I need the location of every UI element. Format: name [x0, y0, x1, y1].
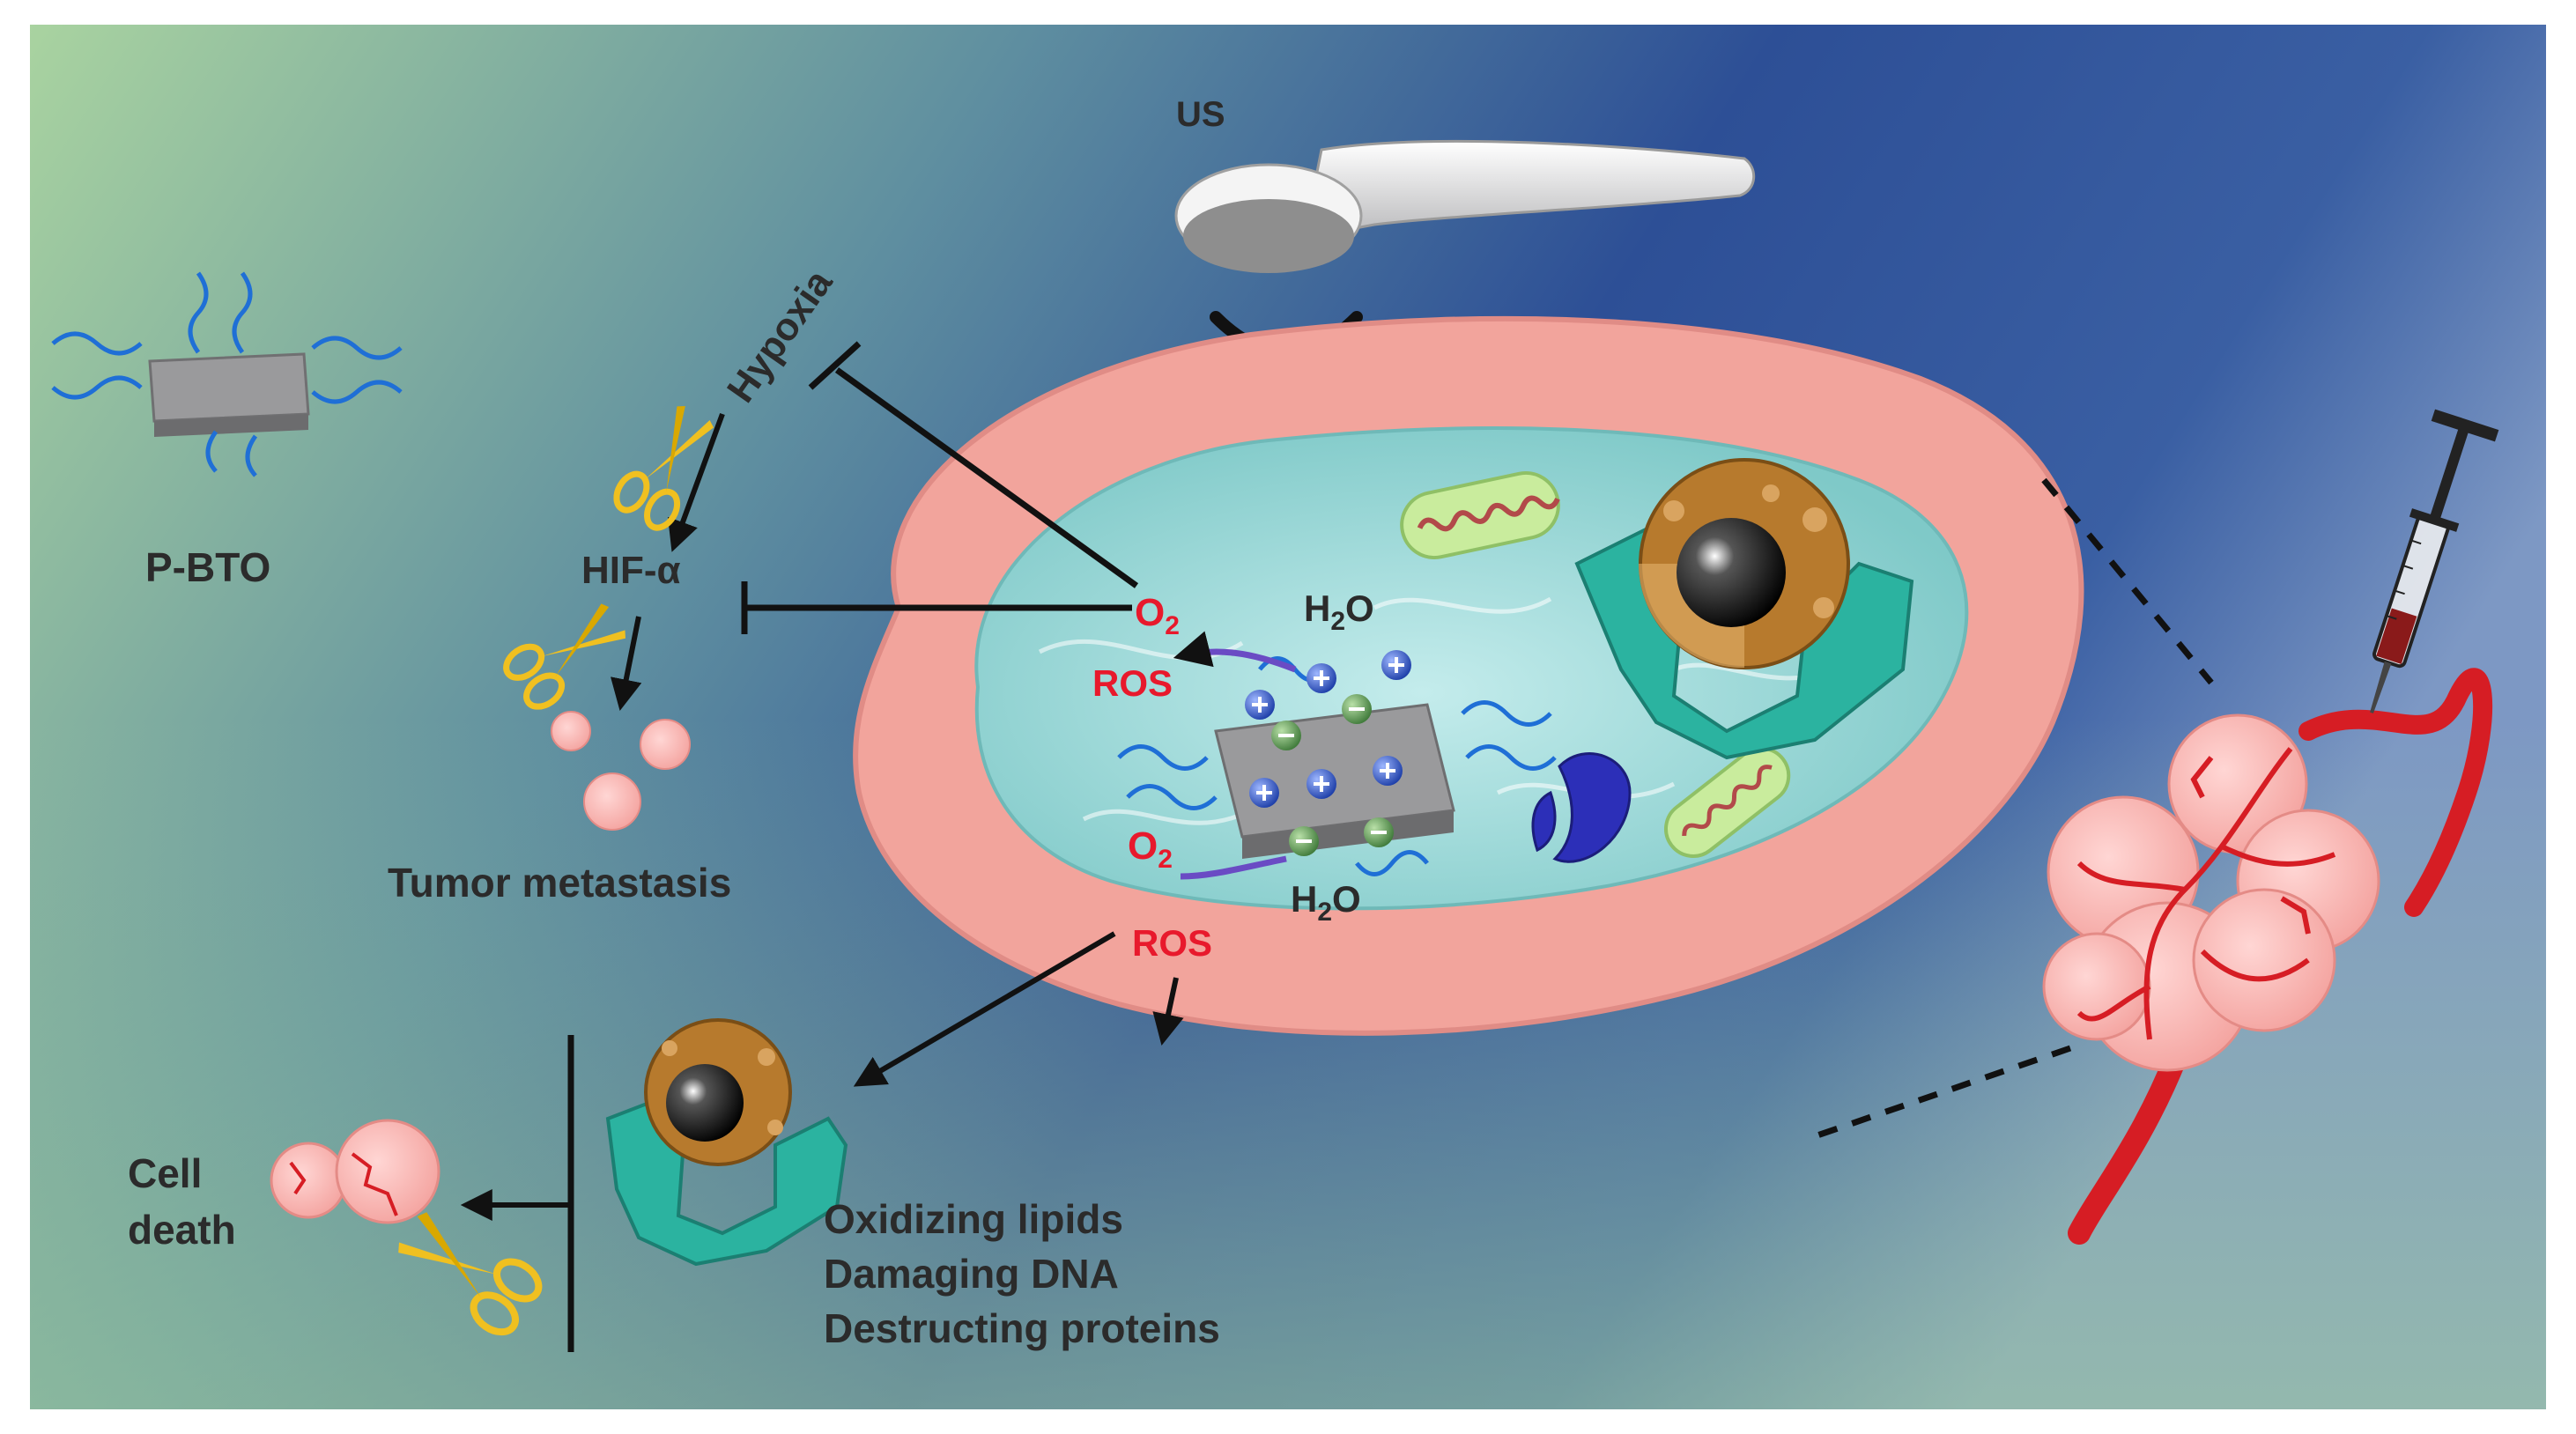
golgi-apparatus [1531, 752, 1632, 863]
reaction-arrows [1173, 631, 1297, 880]
ros-upper-label: ROS [1092, 662, 1173, 704]
ros-arrows [460, 931, 1184, 1221]
positive-charges [1245, 650, 1411, 808]
effect-destructing-proteins: Destructing proteins [824, 1305, 1220, 1351]
mitochondrion-bottom [1664, 746, 1791, 858]
effect-damaging-dna: Damaging DNA [824, 1251, 1119, 1297]
tumor-vessels [2076, 747, 2336, 1040]
pathway-arrows [610, 412, 725, 712]
negative-charges [1271, 694, 1394, 856]
o2-lower-label: O2 [1128, 824, 1173, 874]
ros-lower-label: ROS [1132, 922, 1212, 964]
zoom-dashed-lines [1813, 477, 2214, 1140]
tumor-mass [2042, 713, 2380, 1072]
nucleus-er-large [1574, 458, 1914, 760]
death-label: death [128, 1207, 236, 1253]
pbto-label: P-BTO [145, 544, 270, 590]
h2o-upper-label: H2O [1304, 588, 1374, 636]
hif-alpha-label: HIF-α [581, 549, 681, 592]
effect-oxidizing-lipids: Oxidizing lipids [824, 1196, 1123, 1242]
cell-label: Cell [128, 1150, 202, 1196]
o2-upper-label: O2 [1135, 591, 1180, 640]
ultrasound-probe [1174, 139, 1756, 273]
h2o-lower-label: H2O [1291, 878, 1361, 927]
inhibition-lines [741, 341, 1139, 634]
scissors-icon-2 [503, 603, 625, 710]
nucleus-er-small [605, 1018, 848, 1267]
metastasis-cells [551, 711, 691, 831]
scissors-icon-3 [398, 1212, 543, 1336]
blood-vessel [2068, 668, 2493, 1245]
syringe-icon [2370, 409, 2499, 713]
nanosheet-center [1117, 650, 1557, 876]
tumor-metastasis-label: Tumor metastasis [388, 860, 731, 905]
mitochondrion-top [1400, 470, 1560, 560]
pbto-nanosheet-icon [51, 271, 403, 477]
dead-cells [270, 1119, 440, 1224]
us-label: US [1176, 95, 1225, 134]
